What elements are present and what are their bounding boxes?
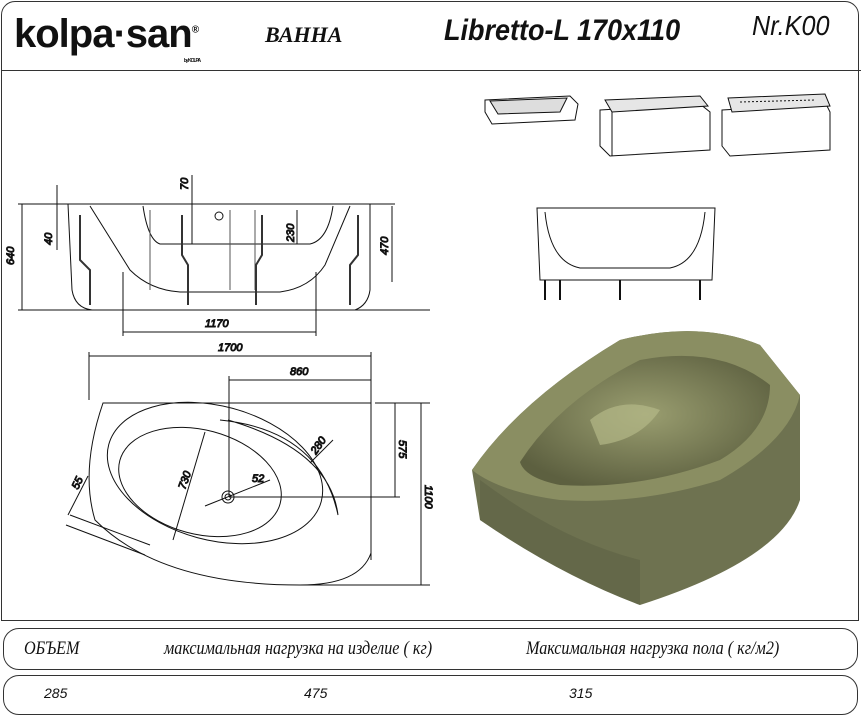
specs-value-row: 285 475 315 (3, 675, 858, 715)
dim-basin: 730 (177, 469, 195, 491)
technical-drawing: 640 40 70 230 470 1170 1700 860 1100 (5, 93, 831, 605)
side-view (536, 207, 716, 300)
spec-header-max-load: максимальная нагрузка на изделие ( кг) (164, 638, 433, 659)
specs-header-row: ОБЪЕМ максимальная нагрузка на изделие (… (3, 628, 858, 670)
dim-width: 1100 (422, 485, 434, 510)
dim-rim: 40 (43, 232, 55, 245)
product-type: ВАННА (265, 22, 343, 47)
dim-drain-offset: 860 (290, 366, 309, 378)
dim-depth-inner: 230 (285, 223, 297, 243)
thumbnail-tub (484, 95, 579, 125)
spec-value-floor-load: 315 (569, 685, 593, 701)
dim-overflow: 70 (179, 177, 191, 190)
dim-height-inner: 470 (379, 236, 391, 255)
tub-3d-render (472, 331, 800, 605)
spec-header-floor-load: Максимальная нагрузка пола ( кг/м2) (526, 638, 780, 659)
dim-drain: 52 (252, 473, 264, 485)
drawing-frame (1, 1, 859, 621)
model-number: Nr.K00 (752, 10, 830, 41)
brand-logo: kolpa·san®by KOLPA (14, 12, 201, 64)
spec-header-volume: ОБЪЕМ (24, 638, 80, 659)
spec-value-volume: 285 (44, 685, 68, 701)
dim-height-total: 640 (5, 246, 17, 265)
front-view: 640 40 70 230 470 1170 (5, 175, 430, 336)
dim-rim-width: 55 (70, 474, 86, 491)
plan-view: 1700 860 1100 575 280 730 52 55 (65, 342, 435, 586)
dim-length: 1700 (218, 342, 243, 354)
thumbnail-tub-frame (721, 93, 831, 157)
spec-value-max-load: 475 (304, 685, 328, 701)
header-divider (1, 70, 861, 71)
dim-legs-span: 1170 (205, 318, 230, 330)
model-title: Libretto-L 170x110 (444, 14, 681, 47)
thumbnail-tub-panel (599, 95, 711, 157)
dim-drain-y: 575 (396, 440, 408, 459)
